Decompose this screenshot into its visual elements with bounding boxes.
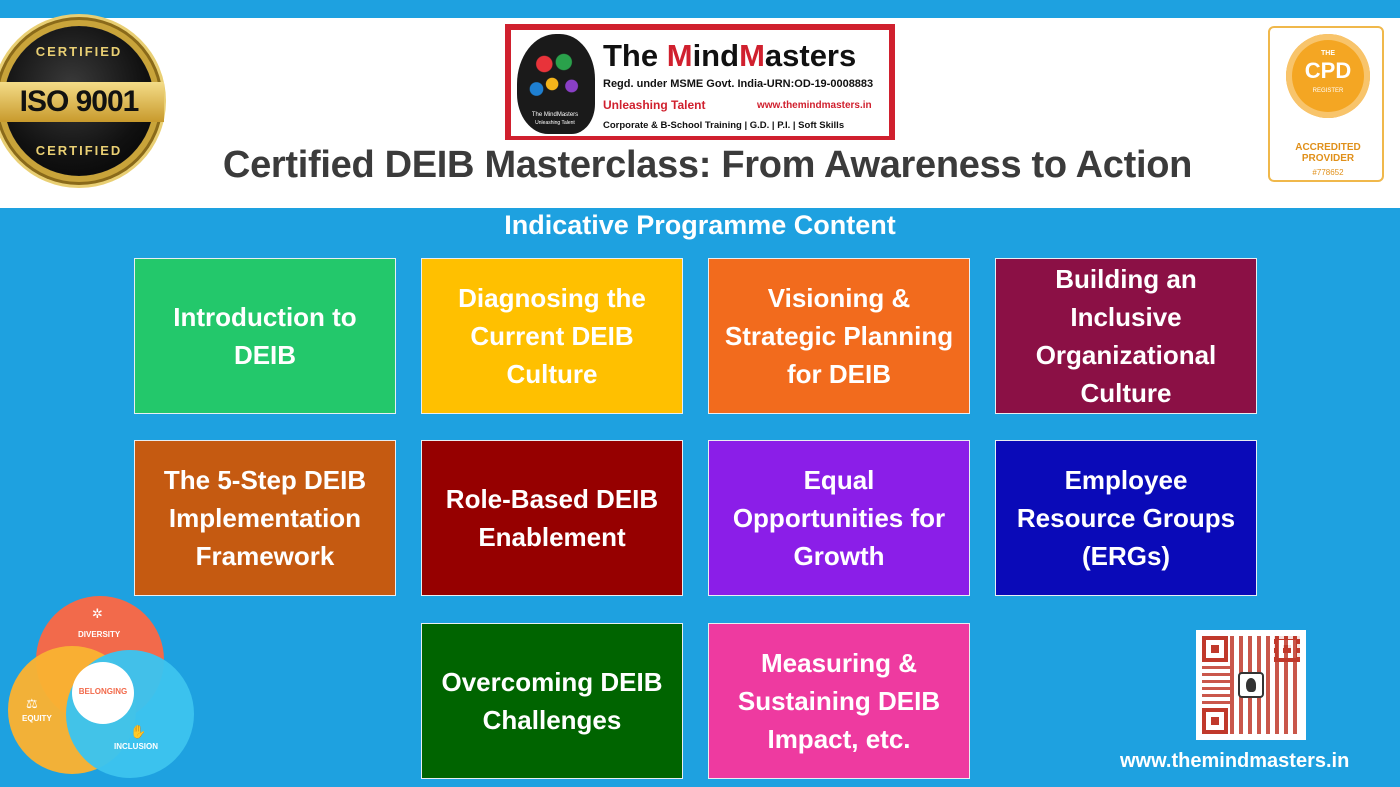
iso-9001-badge: CERTIFIED ISO 9001 CERTIFIED	[0, 26, 164, 176]
cpd-number: #778652	[1312, 168, 1344, 177]
iso-badge-main-text: ISO 9001	[0, 82, 164, 122]
registration-text: Regd. under MSME Govt. India-URN:OD-19-0…	[603, 78, 874, 90]
page-title: Certified DEIB Masterclass: From Awarene…	[222, 144, 1193, 186]
diversity-label: DIVERSITY	[78, 630, 121, 639]
cpd-ring-icon	[1286, 34, 1370, 118]
belonging-core	[72, 662, 134, 724]
brand-name: The MindMasters	[603, 38, 856, 74]
section-subtitle: Indicative Programme Content	[504, 210, 896, 240]
iso-badge-top-text: CERTIFIED	[35, 44, 123, 59]
head-tagline: Unleashing Talent	[535, 120, 575, 126]
logo-website: www.themindmasters.in	[757, 100, 872, 111]
module-label: Overcoming DEIB Challenges	[441, 667, 663, 735]
module-tile: Equal Opportunities for Growth	[708, 440, 970, 596]
cpd-accredited: ACCREDITED PROVIDER	[1295, 142, 1361, 164]
module-label: Role-Based DEIB Enablement	[445, 484, 659, 552]
brand-suffix: asters	[764, 38, 857, 73]
footer-website-link[interactable]: www.themindmasters.in	[1120, 750, 1350, 772]
brand-m2: M	[739, 38, 765, 73]
qr-pattern	[1202, 666, 1230, 704]
module-label: Equal Opportunities for Growth	[732, 465, 946, 571]
qr-finder-bottom-left	[1202, 708, 1228, 734]
module-label: Employee Resource Groups (ERGs)	[1016, 465, 1236, 571]
cpd-badge: THE CPD REGISTER ACCREDITED PROVIDER #77…	[1268, 26, 1384, 182]
module-label: The 5-Step DEIB Implementation Framework	[163, 465, 367, 571]
module-label: Building an Inclusive Organizational Cul…	[1035, 264, 1217, 408]
qr-code[interactable]	[1196, 630, 1306, 740]
module-tile: Overcoming DEIB Challenges	[421, 623, 683, 779]
belonging-label: BELONGING	[78, 687, 128, 696]
module-tile: Diagnosing the Current DEIB Culture	[421, 258, 683, 414]
module-label: Diagnosing the Current DEIB Culture	[458, 283, 646, 389]
inclusion-label: INCLUSION	[114, 742, 158, 751]
module-tile: Visioning & Strategic Planning for DEIB	[708, 258, 970, 414]
top-strip	[0, 0, 1400, 18]
qr-center-logo-icon	[1238, 672, 1264, 698]
logo-services: Corporate & B-School Training | G.D. | P…	[603, 120, 845, 131]
iso-badge-bottom-text: CERTIFIED	[35, 143, 123, 158]
brain-head-icon	[517, 34, 595, 134]
brand-m1: M	[666, 38, 693, 73]
module-tile: Role-Based DEIB Enablement	[421, 440, 683, 596]
cpd-text: CPD	[1304, 58, 1352, 83]
deib-venn-diagram: ✲ DIVERSITY ⚖ EQUITY ✋ INCLUSION BELONGI…	[8, 596, 208, 782]
cpd-register: REGISTER	[1312, 88, 1344, 94]
logo-tagline: Unleashing Talent	[603, 98, 706, 112]
module-tile: Employee Resource Groups (ERGs)	[995, 440, 1257, 596]
module-tile: Building an Inclusive Organizational Cul…	[995, 258, 1257, 414]
module-label: Introduction to DEIB	[173, 302, 357, 370]
brand-mid: ind	[692, 38, 740, 73]
equity-label: EQUITY	[22, 714, 52, 723]
equity-icon: ⚖	[26, 696, 38, 711]
mindmasters-logo: The MindMasters Unleashing Talent The Mi…	[505, 24, 895, 140]
diversity-icon: ✲	[92, 606, 103, 621]
module-label: Visioning & Strategic Planning for DEIB	[724, 283, 954, 389]
cpd-the: THE	[1321, 50, 1335, 57]
module-tile: Introduction to DEIB	[134, 258, 396, 414]
head-caption: The MindMasters	[531, 112, 579, 118]
module-tile: The 5-Step DEIB Implementation Framework	[134, 440, 396, 596]
brand-prefix: The	[603, 38, 667, 73]
module-tile: Measuring & Sustaining DEIB Impact, etc.	[708, 623, 970, 779]
module-label: Measuring & Sustaining DEIB Impact, etc.	[737, 648, 941, 754]
inclusion-icon: ✋	[130, 724, 147, 739]
qr-finder-top-left	[1202, 636, 1228, 662]
